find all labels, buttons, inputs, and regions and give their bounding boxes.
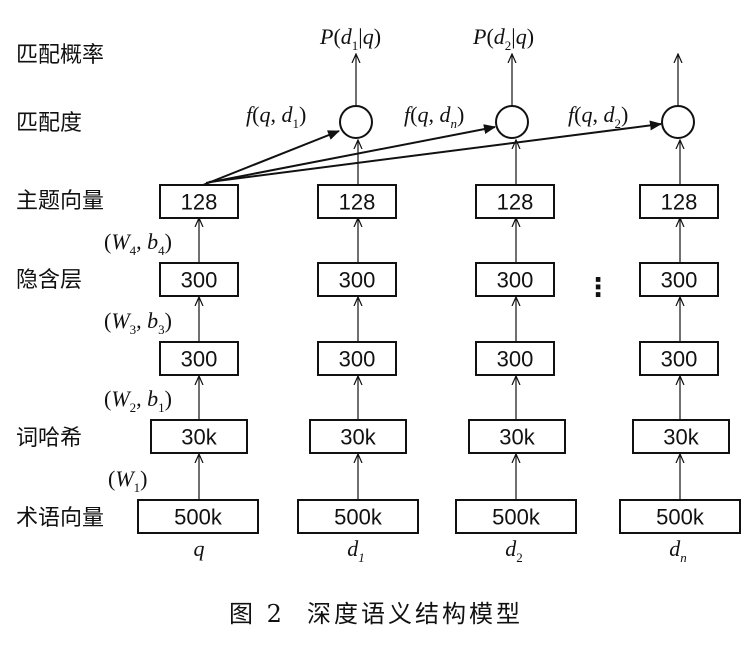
column-d2: 500k 30k 300 300 128 d2 [455, 54, 577, 565]
row-label-topic-vector: 主题向量 [16, 189, 104, 214]
d1-term-vector-box [297, 499, 419, 534]
d2-topic-size: 128 [497, 190, 534, 215]
d2-match-node [495, 105, 529, 139]
q-term-vector-size: 500k [174, 505, 223, 530]
d2-hidden1-box [475, 341, 555, 376]
row-label-match-probability: 匹配概率 [16, 43, 104, 68]
dn-hidden1-box [639, 341, 719, 376]
d2-word-hash-box [468, 419, 566, 454]
d1-hidden1-size: 300 [339, 347, 376, 372]
row-label-term-vector: 术语向量 [16, 506, 104, 531]
d2-hidden2-box [475, 262, 555, 297]
similarity-label-1: f(q, d1) [246, 102, 306, 131]
column-label-d1: d1 [347, 536, 365, 565]
column-d1: 500k 30k 300 300 128 d1 [297, 54, 419, 565]
ellipsis-icon: ⋮ [585, 273, 611, 303]
dn-topic-size: 128 [661, 190, 698, 215]
row-label-word-hash: 词哈希 [16, 426, 82, 451]
q-hidden1-box [159, 341, 239, 376]
d1-match-node [339, 105, 373, 139]
dn-hidden2-box [639, 262, 719, 297]
q-topic-size: 128 [181, 190, 218, 215]
d2-word-hash-size: 30k [499, 425, 535, 450]
probability-label-1: P(d1|q) [319, 24, 381, 53]
d1-word-hash-box [309, 419, 407, 454]
weight-label-w1: (W1) [108, 466, 147, 495]
dn-word-hash-box [632, 419, 730, 454]
d2-term-vector-size: 500k [492, 505, 541, 530]
d2-hidden2-size: 300 [497, 268, 534, 293]
column-q: 500k 30k 300 300 128 q [137, 184, 259, 561]
row-label-match-degree: 匹配度 [16, 111, 82, 136]
d1-term-vector-size: 500k [334, 505, 383, 530]
column-label-d2: d2 [505, 536, 523, 565]
dn-topic-box [639, 184, 719, 219]
similarity-arrows [202, 120, 662, 186]
q-term-vector-box [137, 499, 259, 534]
d2-term-vector-box [455, 499, 577, 534]
q-word-hash-box [150, 419, 248, 454]
d1-word-hash-size: 30k [340, 425, 376, 450]
d2-hidden1-size: 300 [497, 347, 534, 372]
row-label-hidden-layer: 隐含层 [16, 268, 82, 293]
dn-hidden1-size: 300 [661, 347, 698, 372]
weight-label-w4: (W4, b4) [104, 229, 172, 258]
d1-hidden1-box [317, 341, 397, 376]
weight-label-w3: (W3, b3) [104, 308, 172, 337]
column-dn: 500k 30k 300 300 128 dn [619, 54, 741, 565]
d1-hidden2-size: 300 [339, 268, 376, 293]
column-label-q: q [194, 536, 205, 561]
q-topic-box [159, 184, 239, 219]
dn-match-node [661, 105, 695, 139]
column-label-dn: dn [669, 536, 687, 565]
d1-hidden2-box [317, 262, 397, 297]
q-word-hash-size: 30k [181, 425, 217, 450]
q-hidden1-size: 300 [181, 347, 218, 372]
q-hidden2-size: 300 [181, 268, 218, 293]
dn-hidden2-size: 300 [661, 268, 698, 293]
similarity-label-3: f(q, d2) [568, 102, 628, 131]
d2-topic-box [475, 184, 555, 219]
dn-word-hash-size: 30k [663, 425, 699, 450]
d1-topic-box [317, 184, 397, 219]
d1-topic-size: 128 [339, 190, 376, 215]
similarity-label-2: f(q, dn) [404, 102, 464, 131]
probability-label-2: P(d2|q) [472, 24, 534, 53]
q-hidden2-box [159, 262, 239, 297]
weight-label-w2: (W2, b1) [104, 386, 172, 415]
dn-term-vector-size: 500k [656, 505, 705, 530]
dn-term-vector-box [619, 499, 741, 534]
